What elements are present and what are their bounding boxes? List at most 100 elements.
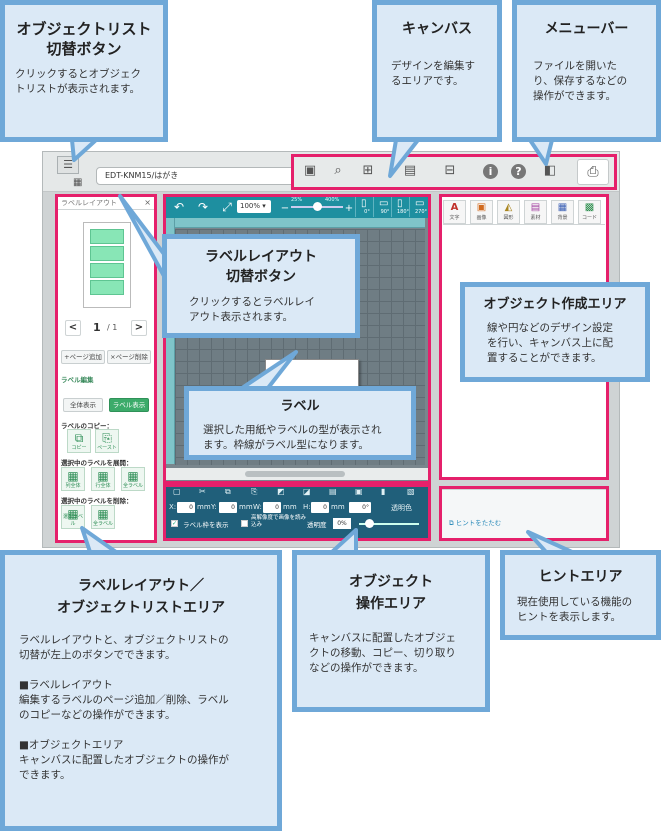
expand-all-button[interactable]: ▦全ラベル xyxy=(121,467,145,491)
high-res-checkbox[interactable] xyxy=(241,520,248,527)
page-total: / 1 xyxy=(107,323,118,332)
hint-collapse-link[interactable]: ⧉ ヒントをたたむ xyxy=(449,519,502,527)
label-frame-checkbox[interactable]: ✓ xyxy=(171,520,178,527)
paste-icon[interactable]: ⎘ xyxy=(251,487,258,496)
printer-icon: ⎙ xyxy=(587,164,599,180)
delete-all-button[interactable]: ▦全ラベル xyxy=(91,505,115,529)
tab-background[interactable]: ▦背景 xyxy=(551,200,574,224)
object-settings-panel xyxy=(443,224,605,476)
callout-description: 現在使用している機能の ヒントを表示します。 xyxy=(517,596,633,623)
prev-page-button[interactable]: < xyxy=(65,320,81,336)
preview-icon[interactable]: ⌕ xyxy=(334,163,342,178)
callout-title: ラベルレイアウト 切替ボタン xyxy=(205,249,317,285)
group-icon[interactable]: ▣ xyxy=(355,487,363,496)
tab-image[interactable]: ▣画像 xyxy=(470,200,493,224)
zoom-out-icon[interactable]: − xyxy=(280,203,290,214)
vertical-ruler xyxy=(165,218,175,464)
rotate-0-button[interactable]: ▯0° xyxy=(355,197,375,217)
zoom-select[interactable]: 100% ▾ xyxy=(237,200,271,213)
h-input[interactable]: 0 xyxy=(311,502,329,513)
paste-button[interactable]: ⎘ペースト xyxy=(95,429,119,453)
new-file-icon[interactable]: ⊞ xyxy=(362,163,374,178)
info-icon[interactable]: i xyxy=(483,164,498,179)
callout-label: ラベル 選択した用紙やラベルの型が表示され ます。枠線がラベル型になります。 xyxy=(184,386,416,460)
add-template-icon[interactable]: ⊟ xyxy=(444,163,456,178)
scrollbar-thumb[interactable] xyxy=(245,471,345,477)
show-label-button[interactable]: ラベル表示 xyxy=(109,398,149,412)
thumb-label xyxy=(90,263,124,278)
undo-icon[interactable]: ↶ xyxy=(173,200,185,214)
page-current: 1 xyxy=(93,321,101,334)
expand-column-button[interactable]: ▦列全体 xyxy=(61,467,85,491)
next-page-button[interactable]: > xyxy=(131,320,147,336)
add-page-button[interactable]: +ページ追加 xyxy=(61,350,105,364)
callout-title: メニューバー xyxy=(544,21,629,37)
lock-icon[interactable]: ▮ xyxy=(381,487,386,496)
print-button[interactable]: ⎙ xyxy=(577,159,609,185)
menu-bar: ▣ ⌕ ⊞ ▤ ⊟ i ? ◧ ⎙ xyxy=(293,156,615,188)
callout-layout-list-area: ラベルレイアウト／ オブジェクトリストエリア ラベルレイアウトと、オブジェクトリ… xyxy=(0,550,282,831)
align-icon[interactable]: ▤ xyxy=(329,487,337,496)
thumb-label xyxy=(90,246,124,261)
zoom-slider-handle[interactable] xyxy=(313,202,322,211)
callout-title: キャンバス xyxy=(402,21,472,37)
open-file-icon[interactable]: ▤ xyxy=(403,163,417,178)
rotation-input[interactable]: 0° xyxy=(349,502,371,513)
operation-icons: ▢ ✂ ⧉ ⎘ ◩ ◪ ▤ ▣ ▮ ▧ xyxy=(165,486,429,498)
fit-icon[interactable]: ⤢ xyxy=(222,200,232,214)
callout-title: オブジェクト 操作エリア xyxy=(349,574,433,612)
back-icon[interactable]: ◪ xyxy=(303,487,311,496)
transparent-color-label: 透明色 xyxy=(391,504,412,512)
tab-material[interactable]: ▤素材 xyxy=(524,200,547,224)
help-icon[interactable]: ? xyxy=(511,164,526,179)
label-layout-toggle-button[interactable]: ▦ xyxy=(73,176,87,189)
transparency-slider-handle[interactable] xyxy=(365,519,374,528)
image-icon[interactable]: ▧ xyxy=(407,487,415,496)
zoom-min-label: 25% xyxy=(291,197,303,203)
label-layout-panel: ラベルレイアウト × < 1 / 1 > +ページ追加 ×ページ削除 ラベル編集… xyxy=(57,196,155,541)
y-input[interactable]: 0 xyxy=(219,502,237,513)
rotate-90-button[interactable]: ▭90° xyxy=(373,197,393,217)
callout-description: 選択した用紙やラベルの型が表示され ます。枠線がラベル型になります。 xyxy=(203,424,382,451)
callout-hint-area: ヒントエリア 現在使用している機能の ヒントを表示します。 xyxy=(500,550,661,640)
w-input[interactable]: 0 xyxy=(263,502,281,513)
exit-icon[interactable]: ◧ xyxy=(543,163,557,178)
high-res-text: 高解像度で画像を読み込み xyxy=(251,515,307,528)
cut-icon[interactable]: ✂ xyxy=(199,487,206,496)
expand-row-button[interactable]: ▦行全体 xyxy=(91,467,115,491)
horizontal-scrollbar[interactable] xyxy=(165,468,429,480)
tail-operation xyxy=(330,528,358,554)
rotate-270-button[interactable]: ▭270° xyxy=(409,197,429,217)
tab-shape[interactable]: ◭図形 xyxy=(497,200,520,224)
front-icon[interactable]: ◩ xyxy=(277,487,285,496)
label-thumbnail[interactable] xyxy=(83,222,131,308)
panel-close-button[interactable]: × xyxy=(144,198,151,207)
tab-code[interactable]: ▩コード xyxy=(578,200,601,224)
callout-description: キャンバスに配置したオブジェ クトの移動、コピー、切り取り などの操作ができます… xyxy=(309,632,456,674)
save-icon[interactable]: ▣ xyxy=(303,163,317,178)
redo-icon[interactable]: ↷ xyxy=(197,200,209,214)
copy-icon[interactable]: ⧉ xyxy=(225,487,231,496)
transparency-input[interactable]: 0% xyxy=(333,518,351,529)
copy-button[interactable]: ⧉コピー xyxy=(67,429,91,453)
object-operation-area: ▢ ✂ ⧉ ⎘ ◩ ◪ ▤ ▣ ▮ ▧ X: 0 mm Y: 0 mm W: 0… xyxy=(165,486,429,539)
callout-description: クリックするとオブジェク トリストが表示されます。 xyxy=(15,68,141,95)
select-icon[interactable]: ▢ xyxy=(173,487,181,496)
tail-label-layout xyxy=(118,194,166,278)
x-input[interactable]: 0 xyxy=(177,502,195,513)
rotate-180-button[interactable]: ▯180° xyxy=(391,197,411,217)
callout-title: ヒントエリア xyxy=(538,569,623,585)
callout-canvas: キャンバス デザインを編集す るエリアです。 xyxy=(372,0,502,142)
callout-object-creation: オブジェクト作成エリア 線や円などのデザイン設定 を行い、キャンバス上に配 置す… xyxy=(460,282,650,382)
callout-title: ラベル xyxy=(280,399,320,414)
tail-layout-list xyxy=(80,526,118,554)
zoom-in-icon[interactable]: + xyxy=(344,203,354,214)
transparency-slider[interactable] xyxy=(359,523,419,525)
callout-description: デザインを編集す るエリアです。 xyxy=(391,60,475,87)
show-all-button[interactable]: 全体表示 xyxy=(63,398,103,412)
callout-operation-area: オブジェクト 操作エリア キャンバスに配置したオブジェ クトの移動、コピー、切り… xyxy=(292,550,490,712)
delete-page-button[interactable]: ×ページ削除 xyxy=(107,350,151,364)
delete-selected-button[interactable]: ▦選択ラベル xyxy=(61,505,85,529)
